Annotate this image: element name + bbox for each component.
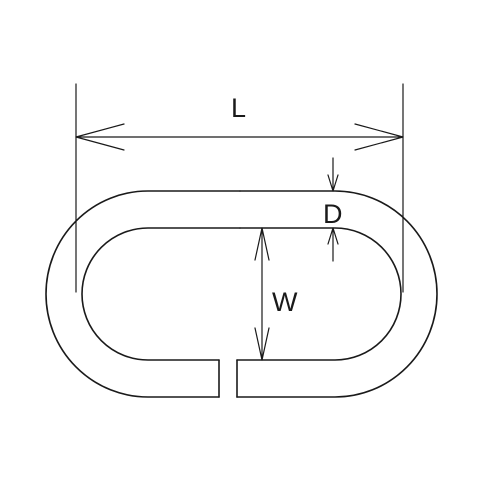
diameter-label: D: [323, 199, 343, 229]
diameter-arrow-top-head: [327, 174, 339, 192]
length-arrow-left: [75, 123, 125, 151]
link-inner-contour-right: [236, 227, 402, 361]
width-arrow-bottom: [254, 327, 270, 361]
width-arrow-top: [254, 227, 270, 261]
length-label: L: [231, 93, 246, 123]
link-inner-contour-left: [81, 227, 241, 361]
link-outer-contour-right: [236, 190, 438, 398]
diameter-arrow-bottom-head: [327, 227, 339, 245]
length-arrow-right: [354, 123, 404, 151]
link-outer-contour-left: [45, 190, 241, 398]
width-label: W: [272, 287, 298, 317]
